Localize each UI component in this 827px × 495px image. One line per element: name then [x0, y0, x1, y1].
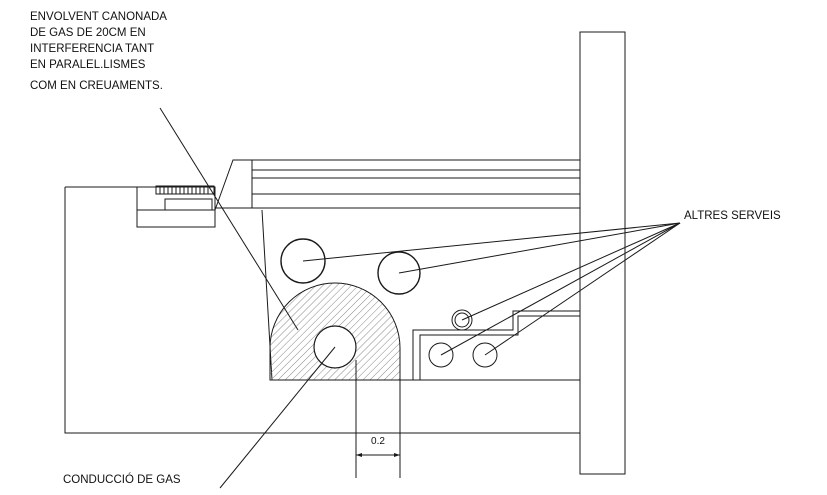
- dimension-envelope: 0.2: [355, 360, 401, 478]
- note-line-2: DE GAS DE 20CM EN: [30, 27, 146, 39]
- duct-block: [412, 310, 580, 380]
- pavement-top: [214, 159, 580, 211]
- note-line-1: ENVOLVENT CANONADA: [30, 11, 167, 23]
- drain-grate: [155, 185, 215, 195]
- service-pipe-4: [428, 342, 454, 368]
- other-services-leaders: [302, 222, 681, 356]
- building-wall: [579, 31, 626, 475]
- trench-outline: [64, 186, 580, 434]
- note-line-3: INTERFERENCIA TANT: [30, 43, 154, 55]
- other-services-label: ALTRES SERVEIS: [684, 210, 781, 222]
- service-pipe-3: [451, 309, 473, 331]
- dimension-label: 0.2: [371, 436, 385, 447]
- gas-leader: [219, 346, 336, 489]
- service-pipe-1: [280, 238, 326, 284]
- note-line-5: COM EN CREUAMENTS.: [30, 80, 163, 92]
- kerb-inner: [164, 198, 213, 211]
- service-pipe-5: [472, 342, 498, 368]
- note-line-4: EN PARALEL.LISMES: [30, 59, 146, 71]
- duct-block-inner: [419, 315, 580, 380]
- service-pipe-2: [377, 251, 421, 295]
- gas-pipe-label: CONDUCCIÓ DE GAS: [63, 473, 181, 486]
- note-leader: [159, 107, 299, 331]
- service-pipe-3-inner: [454, 312, 470, 328]
- envelope-note: ENVOLVENT CANONADA DE GAS DE 20CM EN INT…: [30, 11, 167, 92]
